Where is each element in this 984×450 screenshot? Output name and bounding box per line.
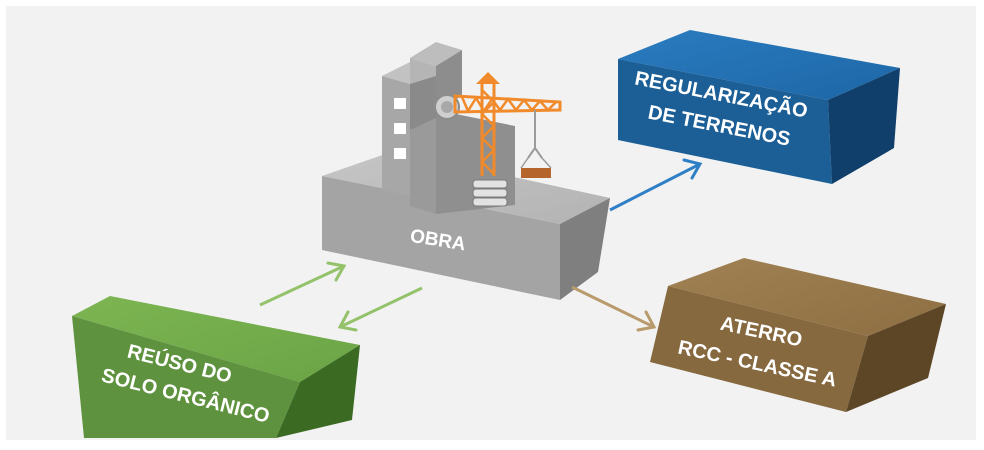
aterro-top xyxy=(668,258,946,336)
obra-base-front xyxy=(322,176,560,300)
reuso-front xyxy=(72,316,300,438)
aterro-node: ATERRO RCC - CLASSE A xyxy=(650,258,946,412)
arrow-obra-to-reuso xyxy=(337,286,423,332)
reuso-top xyxy=(72,296,360,382)
obra-base-side xyxy=(560,198,610,300)
construction-crane-icon xyxy=(434,72,562,207)
arrow-obra-to-aterro xyxy=(571,285,657,332)
regularizacao-node: REGULARIZAÇÃO DE TERRENOS xyxy=(618,30,900,184)
regularizacao-side xyxy=(828,68,900,184)
aterro-front xyxy=(650,286,868,412)
regularizacao-front xyxy=(618,59,832,184)
aterro-side xyxy=(846,304,946,412)
obra-node: OBRA xyxy=(322,42,610,300)
regularizacao-top xyxy=(618,30,900,100)
reuso-node: REÚSO DO SOLO ORGÂNICO xyxy=(72,296,360,438)
arrow-reuso-to-obra xyxy=(259,261,347,307)
arrow-obra-to-regularizacao xyxy=(609,158,703,212)
reuso-side xyxy=(276,345,360,438)
